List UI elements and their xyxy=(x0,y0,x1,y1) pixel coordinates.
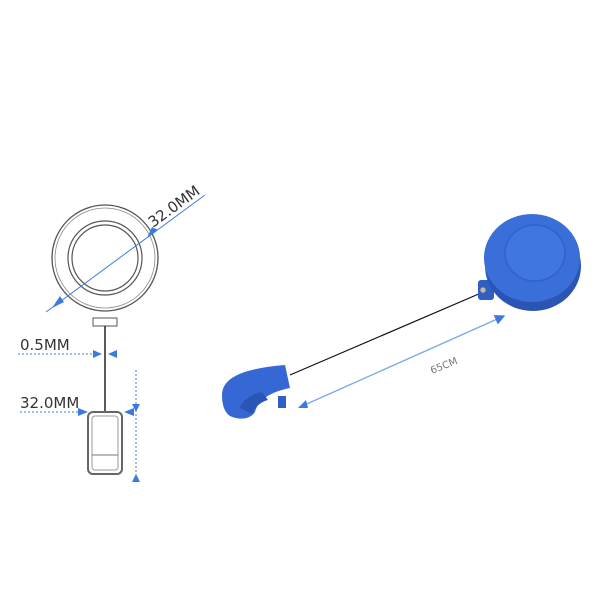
reel-outline-drawing xyxy=(51,204,159,475)
blue-retractable-reel xyxy=(289,214,581,376)
cord-thickness-label: 0.5MM xyxy=(20,336,70,354)
cord-thickness-dimension: 0.5MM xyxy=(18,336,117,358)
cord-length-dimension: 65CM xyxy=(298,314,506,408)
clip-label: 32.0MM xyxy=(20,394,79,412)
blue-clip xyxy=(222,365,290,419)
diameter-label: 32.0MM xyxy=(145,182,204,231)
cord xyxy=(289,289,489,376)
cord-length-label: 65CM xyxy=(429,356,459,377)
clip-dimension: 32.0MM xyxy=(20,370,140,482)
